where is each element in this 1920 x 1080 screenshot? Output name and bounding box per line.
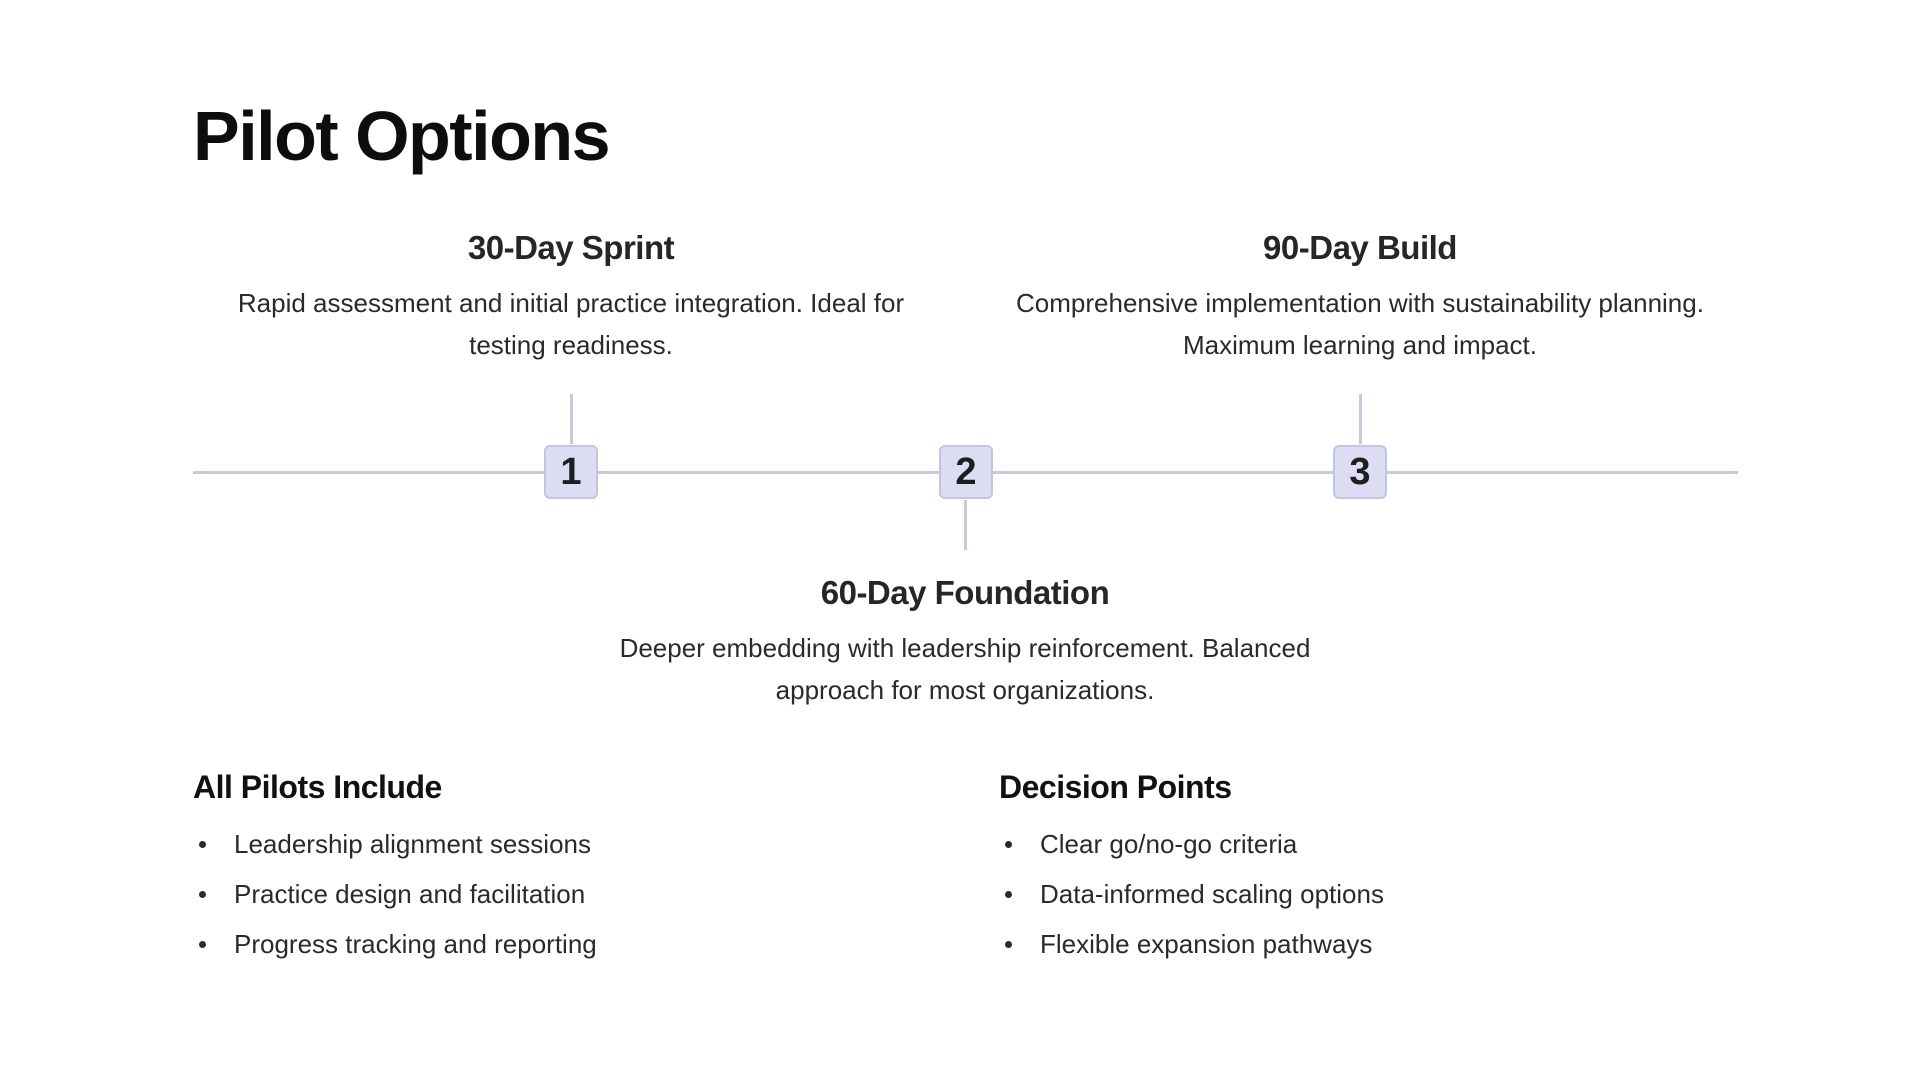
page-title: Pilot Options xyxy=(193,97,611,175)
milestone-1-connector xyxy=(570,394,573,444)
bullet-icon xyxy=(1005,941,1012,949)
bullet-icon xyxy=(199,891,206,899)
milestone-2-node: 2 xyxy=(939,445,993,499)
list-item: Progress tracking and reporting xyxy=(193,928,793,960)
milestone-heading: 60-Day Foundation xyxy=(820,574,1110,611)
milestone-30-day-sprint: 30-Day Sprint Rapid assessment and initi… xyxy=(211,228,931,366)
milestone-1-node: 1 xyxy=(544,445,598,499)
list-item-text: Leadership alignment sessions xyxy=(234,829,591,860)
milestone-heading: 90-Day Build xyxy=(1263,229,1457,266)
all-pilots-include-section: All Pilots Include Leadership alignment … xyxy=(193,768,793,978)
milestone-2-connector xyxy=(964,500,967,550)
milestone-3-node: 3 xyxy=(1333,445,1387,499)
milestone-description: Deeper embedding with leadership reinfor… xyxy=(619,632,1311,705)
list-item: Clear go/no-go criteria xyxy=(999,828,1599,860)
milestone-description: Rapid assessment and initial practice in… xyxy=(237,287,905,360)
list-item: Leadership alignment sessions xyxy=(193,828,793,860)
list-item: Flexible expansion pathways xyxy=(999,928,1599,960)
bullet-icon xyxy=(1005,841,1012,849)
list-item-text: Progress tracking and reporting xyxy=(234,929,597,960)
milestone-3-connector xyxy=(1359,394,1362,444)
list-item-text: Clear go/no-go criteria xyxy=(1040,829,1298,860)
decisions-list: Clear go/no-go criteria Data-informed sc… xyxy=(999,828,1599,960)
milestone-90-day-build: 90-Day Build Comprehensive implementatio… xyxy=(1000,228,1720,366)
bullet-icon xyxy=(1005,891,1012,899)
list-item-text: Practice design and facilitation xyxy=(234,879,586,910)
section-heading: All Pilots Include xyxy=(193,769,442,805)
list-item: Practice design and facilitation xyxy=(193,878,793,910)
milestone-60-day-foundation: 60-Day Foundation Deeper embedding with … xyxy=(605,573,1325,711)
milestone-heading: 30-Day Sprint xyxy=(467,229,675,266)
section-heading: Decision Points xyxy=(999,769,1232,805)
list-item: Data-informed scaling options xyxy=(999,878,1599,910)
list-item-text: Flexible expansion pathways xyxy=(1040,929,1373,960)
milestone-description: Comprehensive implementation with sustai… xyxy=(1016,287,1704,360)
decision-points-section: Decision Points Clear go/no-go criteria … xyxy=(999,768,1599,978)
bullet-icon xyxy=(199,841,206,849)
bullet-icon xyxy=(199,941,206,949)
list-item-text: Data-informed scaling options xyxy=(1040,879,1384,910)
includes-list: Leadership alignment sessions Practice d… xyxy=(193,828,793,960)
